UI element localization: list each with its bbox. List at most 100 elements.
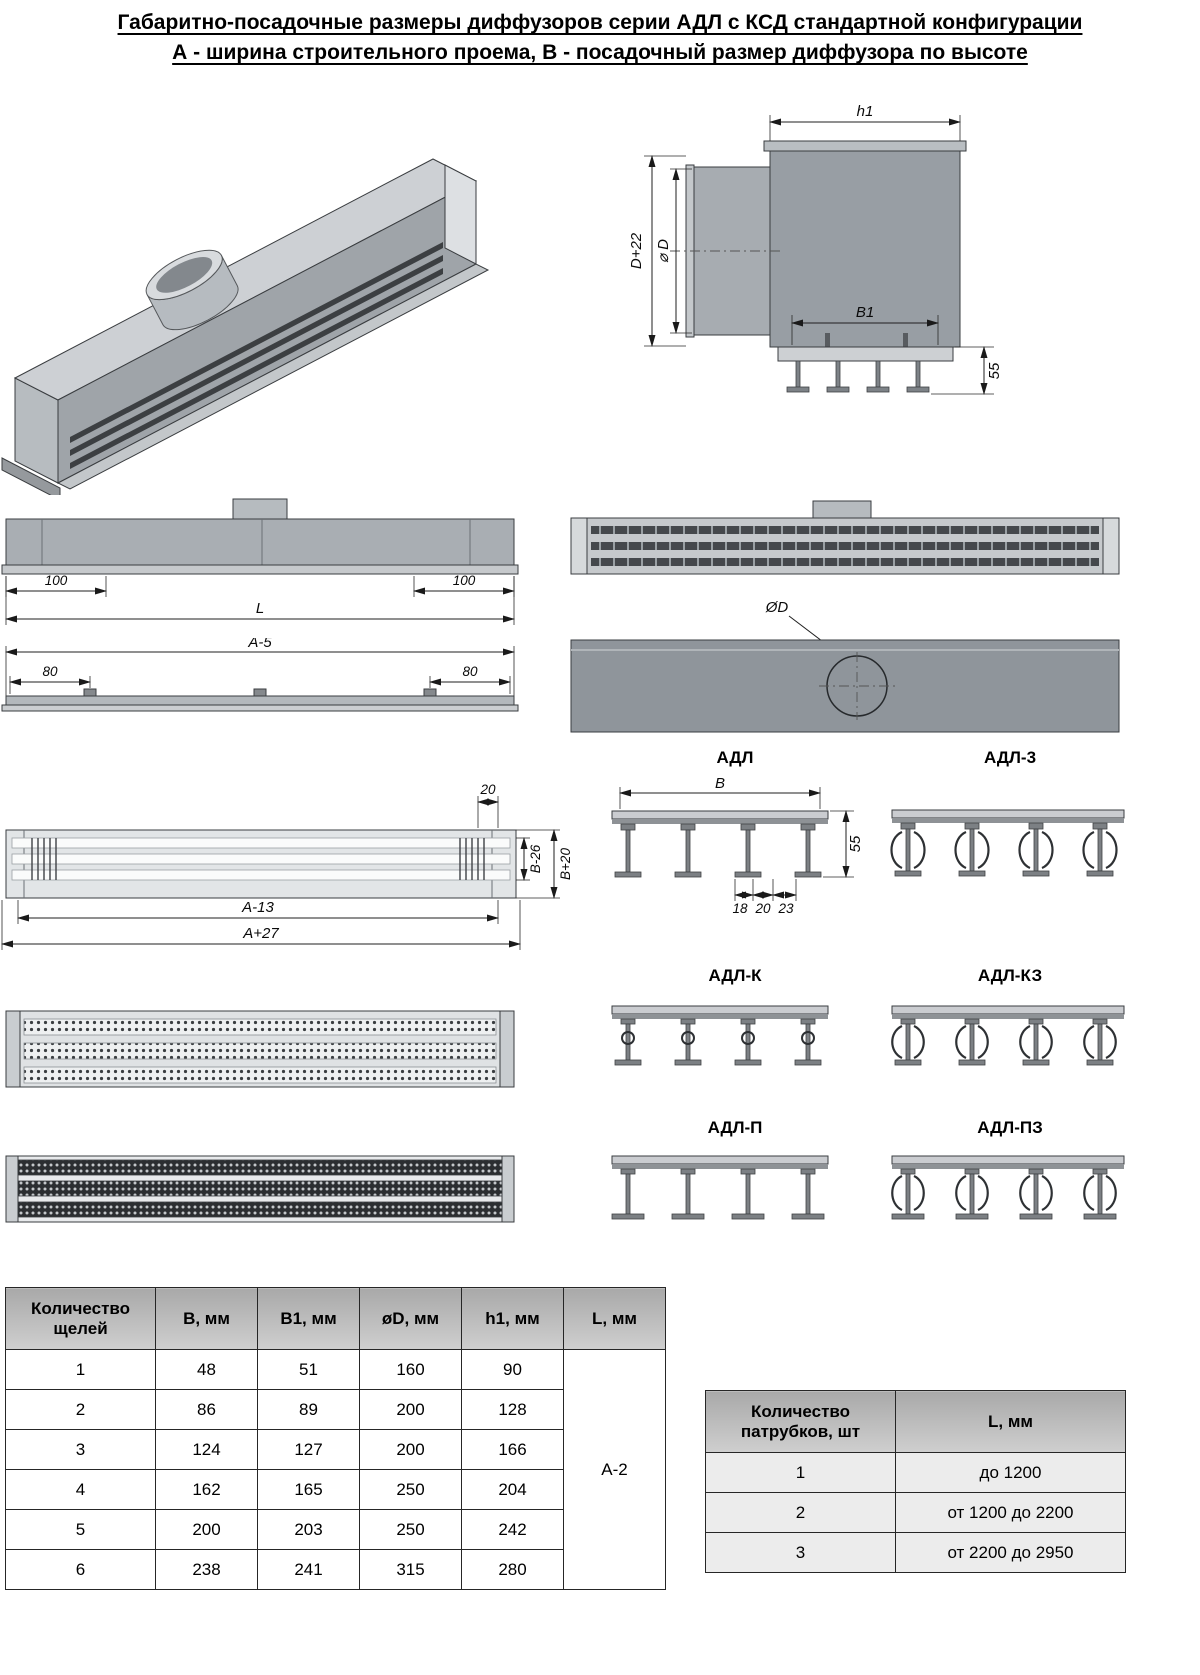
table-cell: 2: [705, 1492, 896, 1533]
dim-b-plus-20: B+20: [558, 848, 573, 880]
perforated-grille-drawing: [5, 1010, 515, 1088]
table-row: 2 86 89 200 128: [5, 1389, 666, 1430]
dim-80-left: 80: [42, 664, 58, 679]
header-b: B, мм: [155, 1287, 258, 1350]
section-label-adl: АДЛ: [716, 748, 754, 767]
table-cell: от 1200 до 2200: [895, 1492, 1126, 1533]
table-cell: 162: [155, 1469, 258, 1510]
table-cell: 160: [359, 1349, 462, 1390]
table-cell: 1: [705, 1452, 896, 1493]
table-cell: 241: [257, 1549, 360, 1590]
section-adl3-drawing: [890, 809, 1125, 877]
section-label-adl3: АДЛ-3: [983, 748, 1037, 767]
table-row: 6 238 241 315 280: [5, 1549, 666, 1590]
dim-B: B: [715, 775, 725, 792]
title-line-1: Габаритно-посадочные размеры диффузоров …: [117, 11, 1083, 34]
table-cell: 203: [257, 1509, 360, 1550]
table-cell: 166: [461, 1429, 564, 1470]
header-d: øD, мм: [359, 1287, 462, 1350]
table-cell: 90: [461, 1349, 564, 1390]
table-cell: 86: [155, 1389, 258, 1430]
dim-18: 18: [732, 901, 748, 916]
table-cell-l-merged: А-2: [563, 1349, 666, 1590]
section-adlk3-drawing: [891, 1005, 1125, 1066]
dim-55-section: 55: [847, 835, 864, 852]
table-header-row: Количество патрубков, шт L, мм: [705, 1390, 1126, 1453]
dim-23: 23: [777, 901, 794, 916]
table-header-row: Количество щелей B, мм B1, мм øD, мм h1,…: [5, 1287, 666, 1350]
header-l: L, мм: [563, 1287, 666, 1350]
dim-55: 55: [986, 362, 1003, 379]
table-cell: 200: [155, 1509, 258, 1550]
dim-20-grille: 20: [479, 782, 496, 797]
spring-clips: [890, 830, 1118, 870]
table-cell: до 1200: [895, 1452, 1126, 1493]
table-cell: 315: [359, 1549, 462, 1590]
section-label-adlk: АДЛ-К: [708, 966, 762, 985]
table-cell: 204: [461, 1469, 564, 1510]
section-adl-drawing: B 55 18 20 23: [611, 775, 864, 916]
top-view-drawing: [570, 500, 1120, 575]
side-section-drawing: h1 D+22 ⌀ D B1 55: [628, 103, 1003, 395]
dim-100-left: 100: [45, 573, 68, 588]
section-adlp3-drawing: [891, 1155, 1125, 1220]
spring-clips: [891, 1025, 1117, 1059]
table-cell: 5: [5, 1509, 156, 1550]
table-row: 2 от 1200 до 2200: [705, 1492, 1126, 1533]
table-cell: 3: [705, 1532, 896, 1573]
dim-80-right: 80: [462, 664, 478, 679]
table-cell: 3: [5, 1429, 156, 1470]
table-row: 5 200 203 250 242: [5, 1509, 666, 1550]
table-cell: 250: [359, 1509, 462, 1550]
table-cell: 250: [359, 1469, 462, 1510]
table-cell: 4: [5, 1469, 156, 1510]
table-cell: 238: [155, 1549, 258, 1590]
table-cell: 1: [5, 1349, 156, 1390]
table-cell: 6: [5, 1549, 156, 1590]
table-cell: 242: [461, 1509, 564, 1550]
dim-a-minus-13: А-13: [241, 899, 274, 916]
plan-view-drawing: ØD: [570, 599, 1120, 733]
slotted-grille-drawing: 20 B-26 B+20 А-13 А+27: [1, 782, 573, 950]
clamp-hooks: [621, 1031, 815, 1045]
dimensions-table: Количество щелей B, мм B1, мм øD, мм h1,…: [5, 1287, 666, 1590]
dim-a-plus-27: А+27: [242, 925, 279, 942]
table-row: 1 до 1200: [705, 1452, 1126, 1493]
table-cell: 124: [155, 1429, 258, 1470]
section-adlp-drawing: [611, 1155, 829, 1220]
dim-a-minus-5: А-5: [247, 638, 272, 651]
dim-phi-d: ⌀ D: [655, 239, 672, 263]
table-row: 1 48 51 160 90 А-2: [5, 1349, 666, 1590]
dim-d-plus-22: D+22: [628, 232, 645, 269]
header-b1: B1, мм: [257, 1287, 360, 1350]
section-label-adlp: АДЛ-П: [707, 1118, 763, 1137]
table-cell: 48: [155, 1349, 258, 1390]
table-cell: 280: [461, 1549, 564, 1590]
section-label-adlp3: АДЛ-ПЗ: [977, 1118, 1043, 1137]
header-slot-count: Количество щелей: [5, 1287, 156, 1350]
table-cell: 200: [359, 1389, 462, 1430]
diffuser-profile: [786, 360, 930, 393]
pipe-count-table: Количество патрубков, шт L, мм 1 до 1200…: [705, 1390, 1126, 1573]
grille-ribs: [31, 838, 485, 880]
header-pipe-count: Количество патрубков, шт: [705, 1390, 896, 1453]
table-cell: 51: [257, 1349, 360, 1390]
table-cell: 89: [257, 1389, 360, 1430]
header-l2: L, мм: [895, 1390, 1126, 1453]
table-row: 4 162 165 250 204: [5, 1469, 666, 1510]
table-cell: 165: [257, 1469, 360, 1510]
title-line-2: А - ширина строительного проема, В - пос…: [172, 41, 1028, 65]
table-cell: 200: [359, 1429, 462, 1470]
spring-clips: [891, 1175, 1117, 1211]
dim-h1: h1: [857, 103, 874, 120]
hanger-profiles: [614, 823, 822, 878]
table-cell: 2: [5, 1389, 156, 1430]
perforated-grille-dark-drawing: [5, 1155, 515, 1223]
dim-b1: B1: [856, 304, 874, 321]
dim-phi-d-plan: ØD: [765, 599, 789, 616]
section-adlk-drawing: [611, 1005, 829, 1066]
dim-20: 20: [754, 901, 771, 916]
header-h1: h1, мм: [461, 1287, 564, 1350]
table-row: 3 от 2200 до 2950: [705, 1532, 1126, 1573]
